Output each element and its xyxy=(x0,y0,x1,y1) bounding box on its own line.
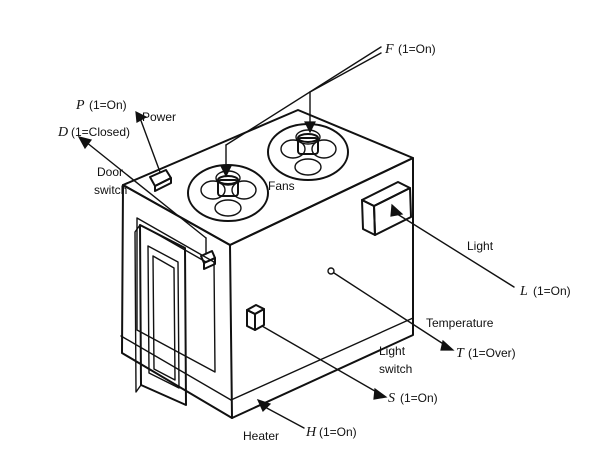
temperature-signal-var: T xyxy=(456,346,465,361)
fan-right xyxy=(267,123,349,181)
oven-body xyxy=(120,109,414,419)
heater-label: Heater xyxy=(243,429,279,443)
door-window-inner xyxy=(152,255,176,381)
temperature-leader xyxy=(333,272,455,351)
oven-door xyxy=(134,224,187,406)
light-switch-signal-state: (1=On) xyxy=(400,391,438,405)
door-switch-block xyxy=(200,250,216,270)
power-leader xyxy=(135,110,161,173)
oven-side-face xyxy=(229,157,414,419)
heater-leader xyxy=(256,398,305,429)
door-switch-label-line2: switch xyxy=(94,183,127,197)
power-signal-state: (1=On) xyxy=(89,98,127,112)
oven-base-strip-side xyxy=(230,317,414,401)
light-switch-signal-var: S xyxy=(388,391,395,406)
light-leader xyxy=(390,203,515,288)
light-label: Light xyxy=(467,239,494,253)
temperature-label: Temperature xyxy=(426,316,494,330)
heater-signal-state: (1=On) xyxy=(319,425,357,439)
fan-signal-state: (1=On) xyxy=(398,42,436,56)
light-box xyxy=(361,181,412,236)
light-signal-var: L xyxy=(519,284,528,299)
power-label: Power xyxy=(142,110,176,124)
fan-signal-var: F xyxy=(384,42,394,57)
door-leader xyxy=(77,136,207,255)
power-button xyxy=(149,169,172,192)
door-signal-state: (1=Closed) xyxy=(71,125,130,139)
door-hinge-edge xyxy=(134,224,142,393)
door-switch-label-line1: Door xyxy=(97,165,123,179)
light-switch-leader xyxy=(261,325,388,400)
oven-base-strip-front xyxy=(120,335,232,401)
light-switch-label-line2: switch xyxy=(379,362,412,376)
door-signal-var: D xyxy=(57,125,68,140)
oven-top-face xyxy=(122,109,414,246)
heater-signal-var: H xyxy=(305,425,317,440)
temperature-signal-state: (1=Over) xyxy=(468,346,516,360)
fans-label: Fans xyxy=(268,179,295,193)
door-outline xyxy=(139,224,187,406)
light-switch-label-line1: Light xyxy=(379,344,406,358)
light-signal-state: (1=On) xyxy=(533,284,571,298)
light-switch-block xyxy=(246,304,265,331)
fan-left xyxy=(187,164,269,222)
oven-front-panel xyxy=(136,217,216,373)
fan-leader xyxy=(220,46,382,178)
door-window xyxy=(147,245,180,389)
power-signal-var: P xyxy=(75,98,85,113)
temperature-sensor xyxy=(327,267,335,275)
